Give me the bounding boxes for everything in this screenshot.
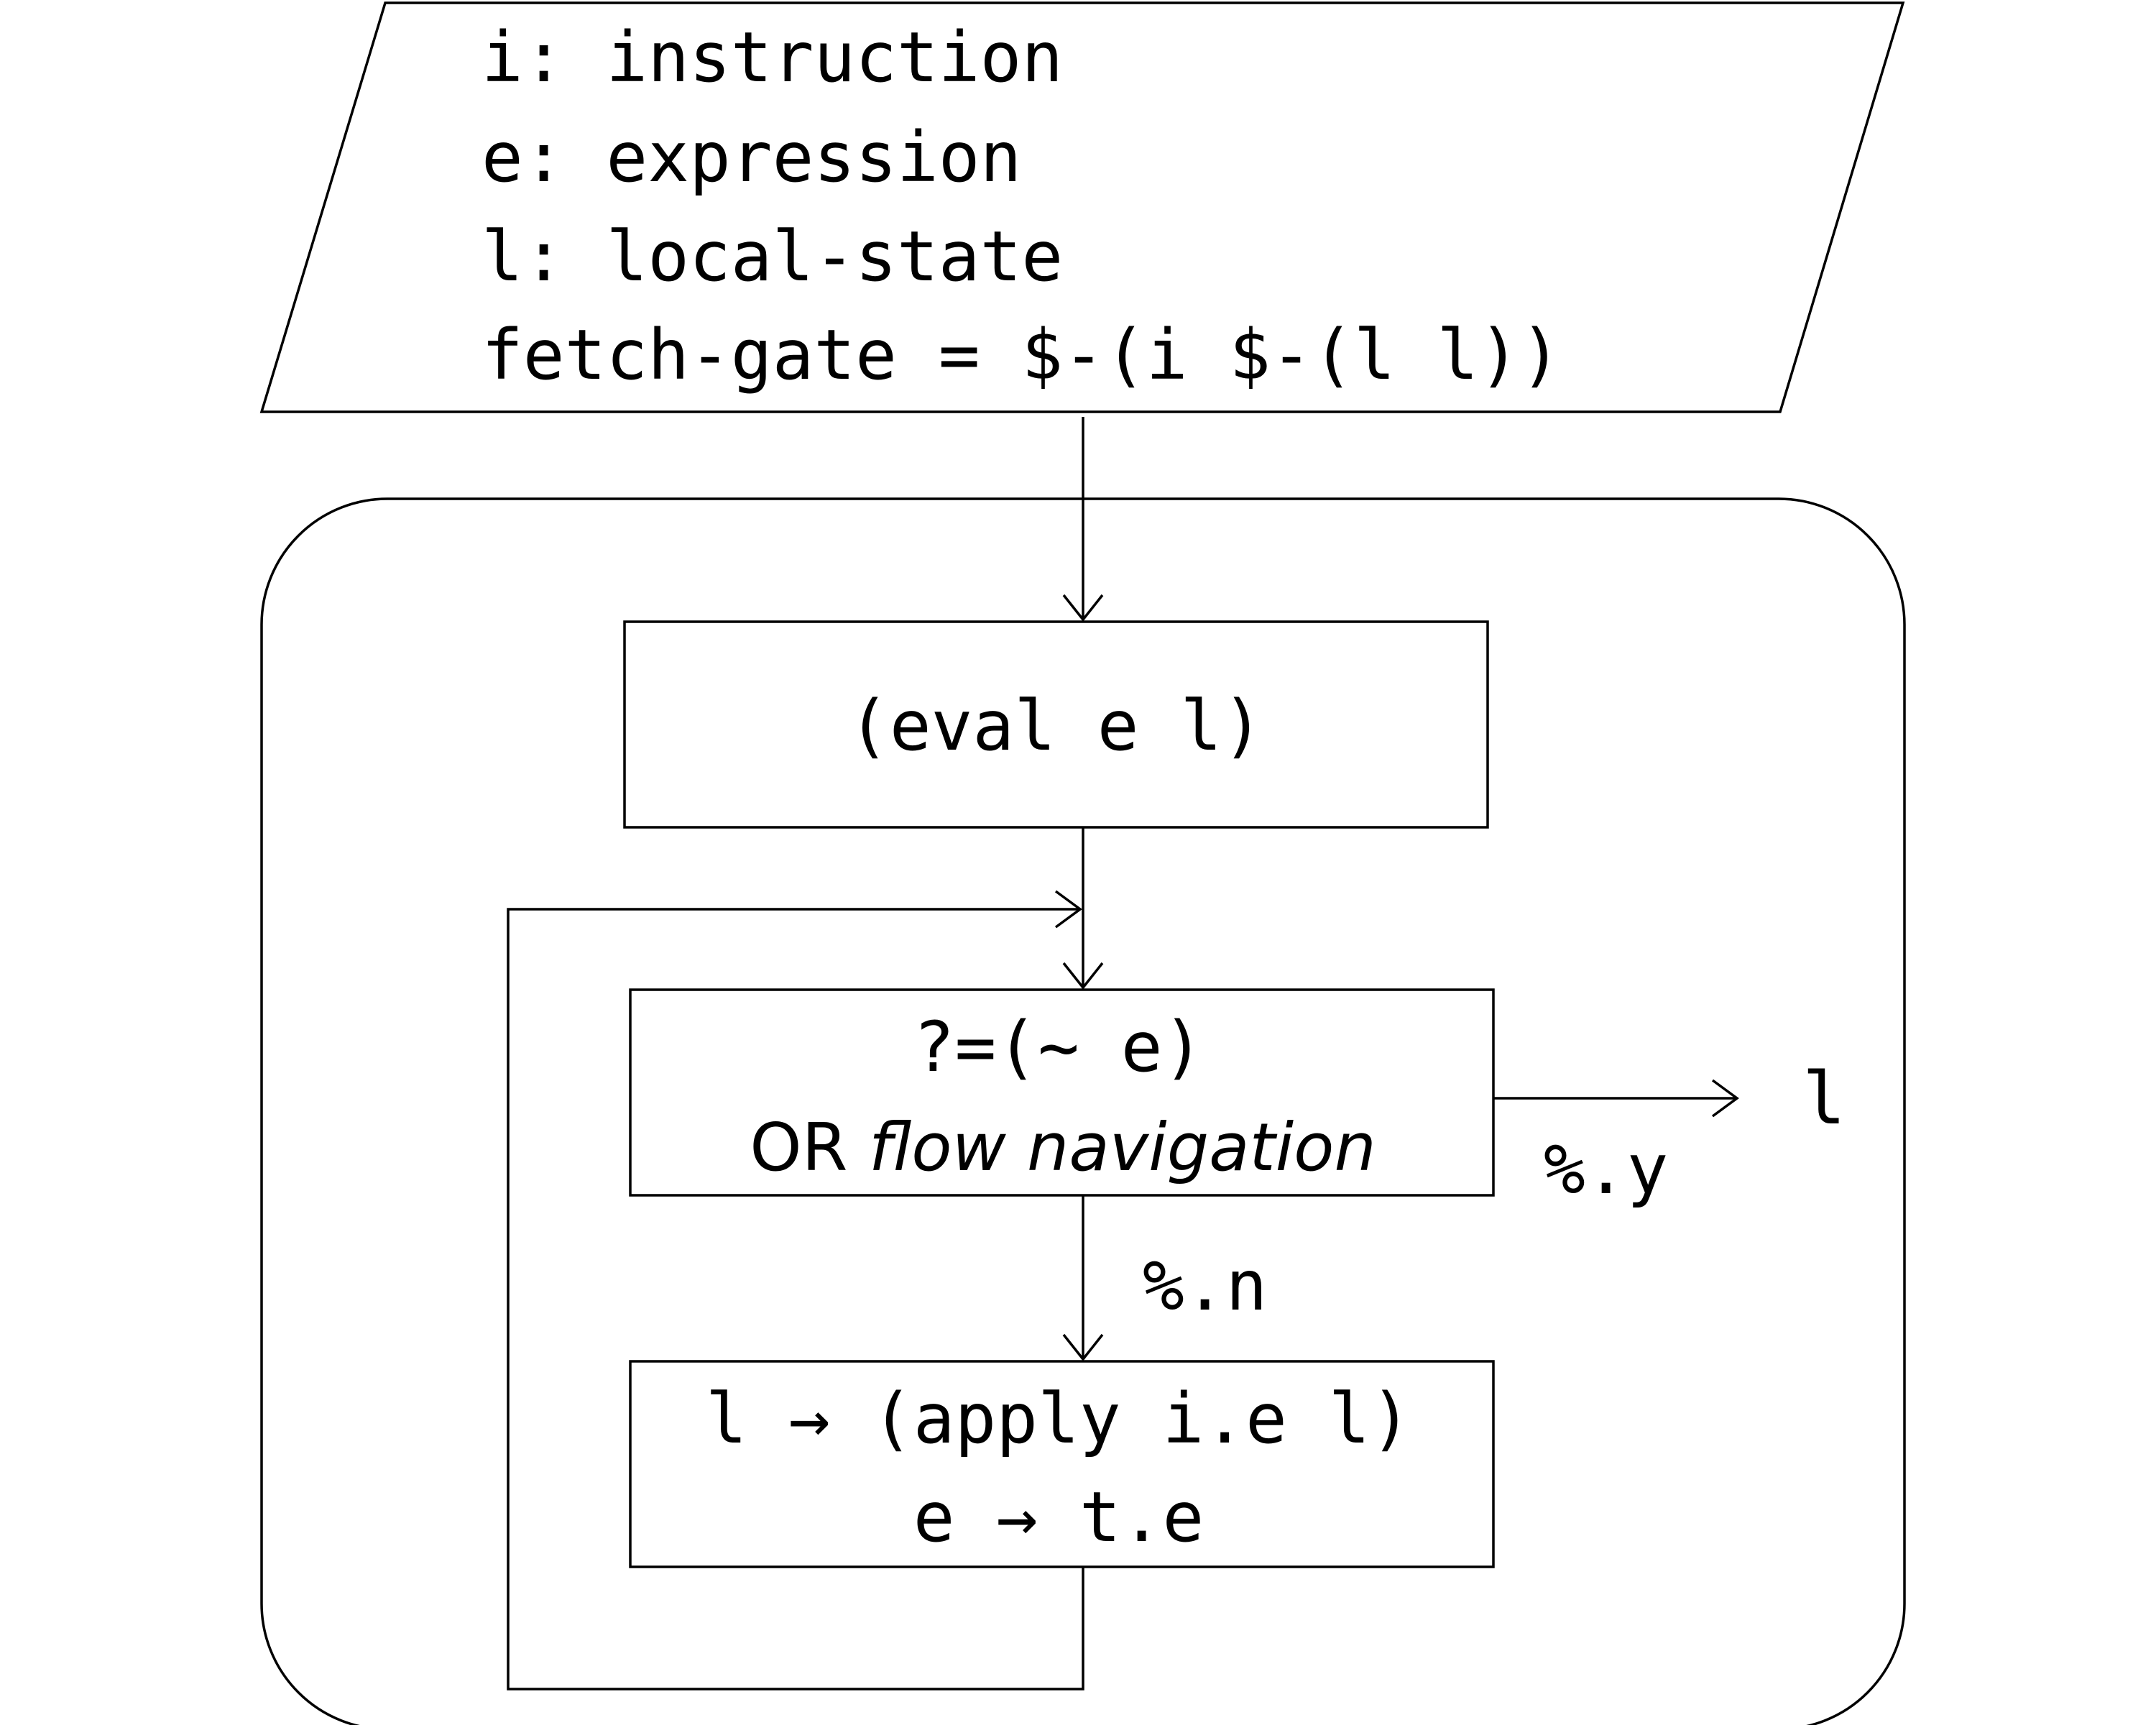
apply-box [629, 1360, 1495, 1568]
no-branch-label: %.n [1143, 1246, 1267, 1326]
test-box-condition: ?=(~ e) [913, 1007, 1204, 1087]
input-line-local-state: l: local-state [482, 216, 1063, 297]
eval-box-text: (eval e l) [848, 686, 1263, 766]
test-box-alternative: OR flow navigation [750, 1109, 1376, 1186]
input-line-fetch-gate: fetch-gate = $-(i $-(l l)) [482, 315, 1562, 395]
arrowhead-apply [1062, 1333, 1104, 1361]
output-label: l [1802, 1057, 1846, 1141]
arrowhead-loop [1054, 890, 1082, 929]
arrowhead-output [1711, 1079, 1739, 1118]
eval-box [623, 620, 1489, 829]
apply-box-expression-update: e → t.e [913, 1477, 1204, 1558]
arrowhead-eval [1062, 594, 1104, 622]
input-parallelogram [259, 1, 1905, 413]
input-line-expression: e: expression [482, 117, 1021, 198]
input-line-instruction: i: instruction [482, 17, 1063, 98]
test-box [629, 988, 1495, 1197]
apply-box-state-update: l → (apply i.e l) [706, 1379, 1412, 1459]
yes-branch-label: %.y [1544, 1129, 1668, 1210]
loop-back-line [507, 908, 1084, 1690]
arrowhead-test [1062, 962, 1104, 990]
